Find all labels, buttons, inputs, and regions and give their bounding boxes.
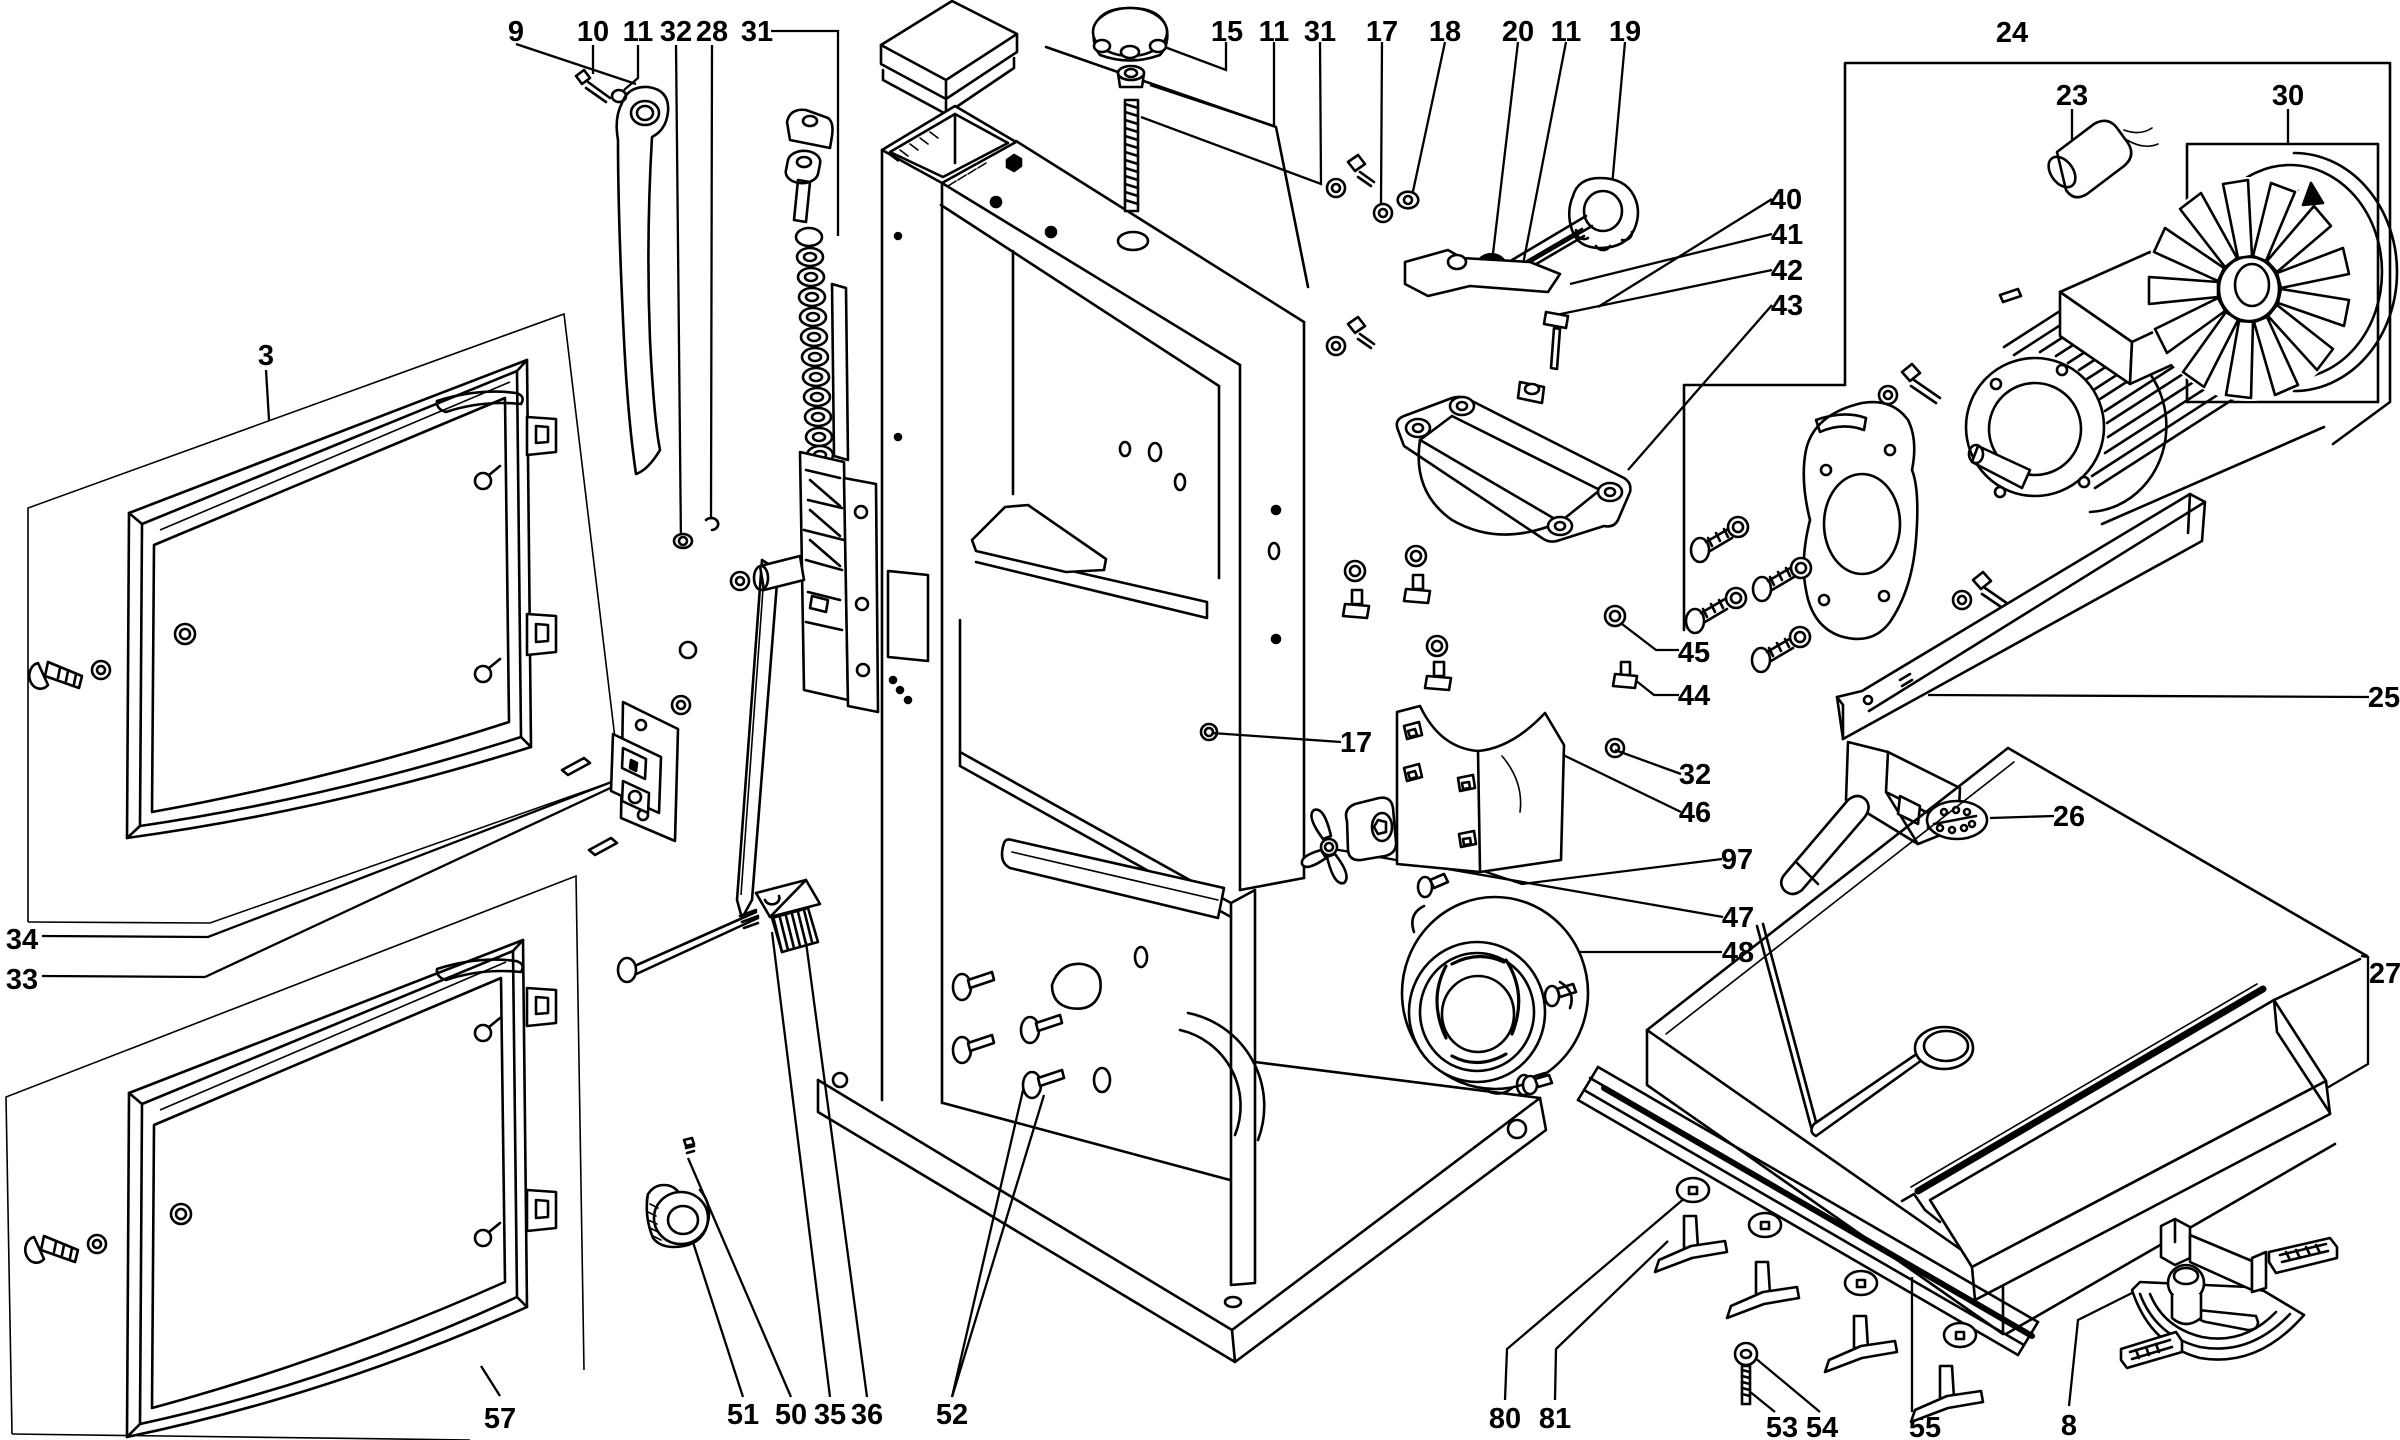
- svg-text:28: 28: [696, 16, 728, 48]
- svg-text:43: 43: [1771, 290, 1803, 322]
- svg-text:17: 17: [1366, 16, 1398, 48]
- svg-text:8: 8: [2061, 1410, 2077, 1440]
- svg-text:30: 30: [2272, 80, 2304, 112]
- svg-text:97: 97: [1721, 844, 1753, 876]
- svg-text:47: 47: [1722, 902, 1754, 934]
- svg-text:48: 48: [1722, 937, 1754, 969]
- svg-text:32: 32: [660, 16, 692, 48]
- svg-text:11: 11: [1259, 16, 1290, 48]
- svg-text:81: 81: [1539, 1403, 1571, 1435]
- svg-text:19: 19: [1609, 16, 1641, 48]
- svg-text:3: 3: [258, 340, 274, 372]
- svg-text:50: 50: [775, 1399, 807, 1431]
- svg-text:80: 80: [1489, 1403, 1521, 1435]
- svg-text:45: 45: [1678, 637, 1710, 669]
- svg-text:9: 9: [508, 16, 524, 48]
- svg-text:18: 18: [1429, 16, 1461, 48]
- svg-text:46: 46: [1679, 797, 1711, 829]
- svg-text:31: 31: [741, 16, 773, 48]
- svg-text:24: 24: [1996, 17, 2028, 49]
- svg-text:17: 17: [1340, 727, 1372, 759]
- svg-text:20: 20: [1502, 16, 1534, 48]
- svg-text:57: 57: [484, 1403, 516, 1435]
- svg-text:32: 32: [1679, 759, 1711, 791]
- svg-text:53: 53: [1766, 1412, 1798, 1440]
- svg-text:40: 40: [1770, 184, 1802, 216]
- svg-text:23: 23: [2056, 80, 2088, 112]
- svg-text:11: 11: [623, 16, 654, 48]
- svg-text:35: 35: [814, 1399, 846, 1431]
- svg-text:31: 31: [1304, 16, 1336, 48]
- svg-text:54: 54: [1806, 1412, 1838, 1440]
- svg-text:10: 10: [577, 16, 609, 48]
- svg-text:51: 51: [727, 1399, 759, 1431]
- svg-text:36: 36: [851, 1399, 883, 1431]
- svg-text:52: 52: [936, 1399, 968, 1431]
- svg-text:42: 42: [1771, 255, 1803, 287]
- svg-text:44: 44: [1678, 680, 1710, 712]
- svg-text:11: 11: [1551, 16, 1582, 48]
- svg-text:25: 25: [2368, 682, 2400, 714]
- svg-text:27: 27: [2369, 958, 2400, 990]
- svg-text:41: 41: [1771, 219, 1803, 251]
- svg-text:34: 34: [6, 924, 38, 956]
- svg-text:33: 33: [6, 964, 38, 996]
- svg-text:15: 15: [1211, 16, 1243, 48]
- svg-text:26: 26: [2053, 801, 2085, 833]
